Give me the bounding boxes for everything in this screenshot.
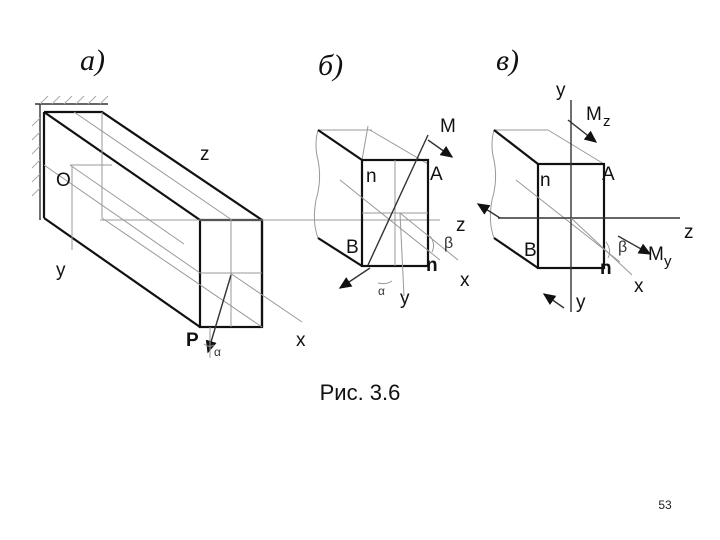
label-c-b: B: [524, 240, 537, 261]
figure-caption: Рис. 3.6: [319, 380, 401, 405]
label-c-my-sub: y: [664, 253, 672, 270]
label-c-mz-sub: z: [603, 113, 611, 130]
panel-b-diagram: [313, 125, 459, 297]
label-b-n-bot: n: [426, 255, 438, 276]
label-c-beta: β: [618, 239, 627, 256]
label-c-n-bot: n: [600, 258, 612, 279]
label-b-alpha: α: [378, 284, 385, 298]
label-c-y-bot: y: [576, 292, 586, 313]
label-b-y: y: [400, 288, 410, 309]
label-force-p: P: [186, 330, 199, 351]
panel-a-label: а): [80, 44, 105, 77]
label-a-alpha: α: [214, 345, 221, 359]
label-origin-o: O: [56, 170, 71, 191]
label-a-y: y: [56, 260, 66, 281]
force-p-arrow: [205, 274, 232, 354]
panel-a-diagram: [31, 95, 440, 358]
page-number: 53: [658, 498, 672, 512]
panel-c-label: в): [496, 44, 519, 77]
label-b-x: x: [460, 270, 470, 291]
label-a-x: x: [296, 330, 306, 351]
label-c-z: z: [684, 222, 694, 243]
label-b-b: B: [346, 237, 359, 258]
label-b-n-top: n: [366, 166, 377, 187]
label-c-x: x: [634, 276, 644, 297]
label-b-m: M: [440, 116, 456, 137]
label-c-n-top: n: [540, 170, 551, 191]
panel-c-diagram: [476, 100, 680, 312]
label-b-beta: β: [444, 235, 453, 252]
panel-b-label: б): [318, 49, 343, 82]
label-a-z: z: [200, 144, 210, 165]
label-c-y-top: y: [556, 80, 566, 101]
label-c-a: A: [602, 164, 615, 185]
label-c-mz: M: [586, 104, 602, 125]
label-c-my: M: [648, 244, 664, 265]
label-b-z: z: [456, 215, 466, 236]
label-b-a: A: [430, 164, 443, 185]
